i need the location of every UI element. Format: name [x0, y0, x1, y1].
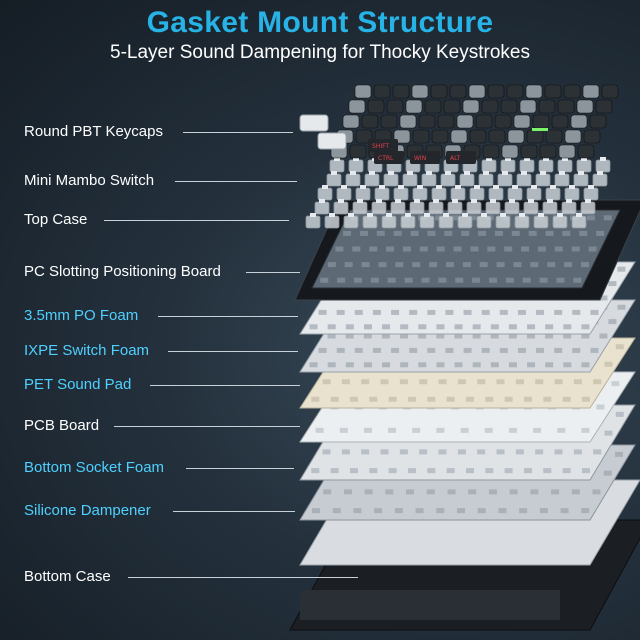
label-top-case: Top Case: [24, 211, 88, 228]
keycap-legend: SHIFT: [372, 143, 389, 150]
modifier-keycap: [374, 151, 404, 164]
mini-mambo-switches: [305, 157, 611, 229]
keycap-legend: CTRL: [378, 155, 394, 162]
leader-line: [114, 426, 300, 427]
label-pc-slotting-positioning-board: PC Slotting Positioning Board: [24, 263, 221, 280]
modifier-keycap: [446, 151, 476, 164]
leader-line: [175, 181, 297, 182]
label-po-foam: 3.5mm PO Foam: [24, 307, 139, 324]
leader-line: [158, 316, 298, 317]
leader-line: [168, 351, 298, 352]
label-ixpe-switch-foam: IXPE Switch Foam: [24, 342, 150, 359]
label-pcb-board: PCB Board: [24, 417, 100, 434]
leader-line: [150, 385, 300, 386]
keycap-legend: ALT: [450, 155, 461, 162]
label-pet-sound-pad: PET Sound Pad: [24, 376, 132, 393]
round-pbt-keycaps: SHIFT CTRL WIN ALT: [299, 84, 619, 164]
page-title: Gasket Mount Structure: [146, 6, 494, 39]
bottom-case-side: [300, 590, 560, 620]
leader-line: [186, 468, 294, 469]
label-silicone-dampener: Silicone Dampener: [24, 502, 151, 519]
white-keycap: [299, 114, 329, 132]
leader-line: [128, 577, 358, 578]
keycap-legend: WIN: [414, 155, 426, 162]
indicator-light: [532, 128, 548, 131]
label-bottom-case: Bottom Case: [24, 568, 111, 585]
page-subtitle: 5-Layer Sound Dampening for Thocky Keyst…: [110, 42, 530, 63]
leader-line: [246, 272, 300, 273]
leader-line: [183, 132, 293, 133]
top-case-window-grid: [320, 215, 612, 283]
label-bottom-socket-foam: Bottom Socket Foam: [24, 459, 165, 476]
white-keycap: [317, 132, 347, 150]
label-mini-mambo-switch: Mini Mambo Switch: [24, 172, 155, 189]
leader-line: [173, 511, 295, 512]
modifier-keycap: [410, 151, 440, 164]
leader-line: [104, 220, 289, 221]
label-round-pbt-keycaps: Round PBT Keycaps: [24, 123, 163, 140]
modifier-keycap: [368, 139, 398, 152]
